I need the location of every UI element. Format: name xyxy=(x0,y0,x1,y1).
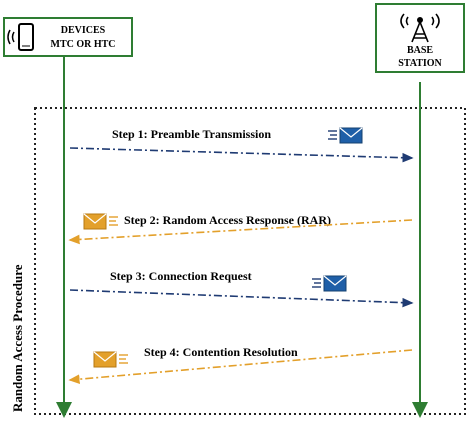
step-3-label: Step 3: Connection Request xyxy=(110,269,252,283)
base-station-label-line2: STATION xyxy=(398,58,442,69)
step-2: Step 2: Random Access Response (RAR) xyxy=(68,213,413,245)
mobile-phone-signal-icon xyxy=(7,23,34,51)
step-3-arrow xyxy=(69,289,414,308)
step-1-arrow xyxy=(69,147,414,163)
step-4-label: Step 4: Contention Resolution xyxy=(144,345,298,359)
devices-box: DEVICES MTC OR HTC xyxy=(3,17,133,57)
step-1-label: Step 1: Preamble Transmission xyxy=(112,127,271,141)
procedure-frame xyxy=(34,107,466,415)
step-2-label: Step 2: Random Access Response (RAR) xyxy=(124,213,331,227)
antenna-tower-icon xyxy=(400,13,440,43)
envelope-icon xyxy=(312,275,347,292)
envelope-icon xyxy=(93,351,128,368)
step-1: Step 1: Preamble Transmission xyxy=(69,127,414,163)
devices-label-line2: MTC OR HTC xyxy=(51,39,116,50)
step-2-arrow xyxy=(68,219,413,245)
devices-label-line1: DEVICES xyxy=(61,25,106,36)
base-station-label-line1: BASE xyxy=(407,45,433,56)
step-3: Step 3: Connection Request xyxy=(69,269,414,308)
step-4-arrow xyxy=(68,349,413,384)
base-station-box: BASE STATION xyxy=(375,3,465,73)
envelope-icon xyxy=(83,213,118,230)
step-4: Step 4: Contention Resolution xyxy=(68,345,413,384)
envelope-icon xyxy=(328,127,363,144)
procedure-label: Random Access Procedure xyxy=(10,264,25,412)
